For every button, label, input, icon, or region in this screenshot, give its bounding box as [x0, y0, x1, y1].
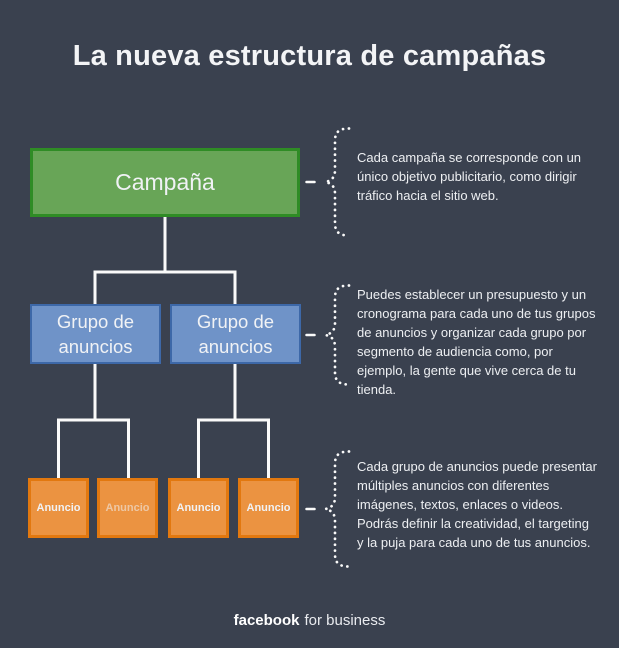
ad-label: Anuncio — [246, 502, 291, 514]
campaign-box: Campaña — [30, 148, 300, 217]
ad-label: Anuncio — [36, 502, 81, 514]
ad-box-1: Anuncio — [28, 478, 89, 538]
footer-suffix: for business — [304, 612, 386, 629]
connector-adgroup2-to-ads — [197, 364, 270, 478]
annotation-adgroup-text: Puedes establecer un presupuesto y un cr… — [357, 287, 596, 397]
ad-label: Anuncio — [105, 502, 150, 514]
annotation-ad-text: Cada grupo de anuncios puede presentar m… — [357, 459, 597, 550]
page-title: La nueva estructura de campañas — [72, 40, 547, 72]
curly-brace-icon — [305, 450, 351, 568]
facebook-wordmark: facebook — [233, 612, 300, 629]
ad-group-label: Grupo de anuncios — [196, 311, 275, 357]
ad-box-2: Anuncio — [97, 478, 158, 538]
ad-group-box-1: Grupo de anuncios — [30, 304, 161, 364]
ad-group-label: Grupo de anuncios — [56, 311, 135, 357]
ad-box-4: Anuncio — [238, 478, 299, 538]
curly-brace-icon — [305, 284, 351, 386]
ad-label: Anuncio — [176, 502, 221, 514]
curly-brace-icon — [305, 127, 351, 237]
connector-campaign-to-adgroups — [93, 216, 237, 304]
ad-box-3: Anuncio — [168, 478, 229, 538]
connector-adgroup1-to-ads — [57, 364, 130, 478]
ad-group-box-2: Grupo de anuncios — [170, 304, 301, 364]
annotation-campaign-text: Cada campaña se corresponde con un único… — [357, 150, 582, 203]
campaign-label: Campaña — [115, 169, 215, 195]
